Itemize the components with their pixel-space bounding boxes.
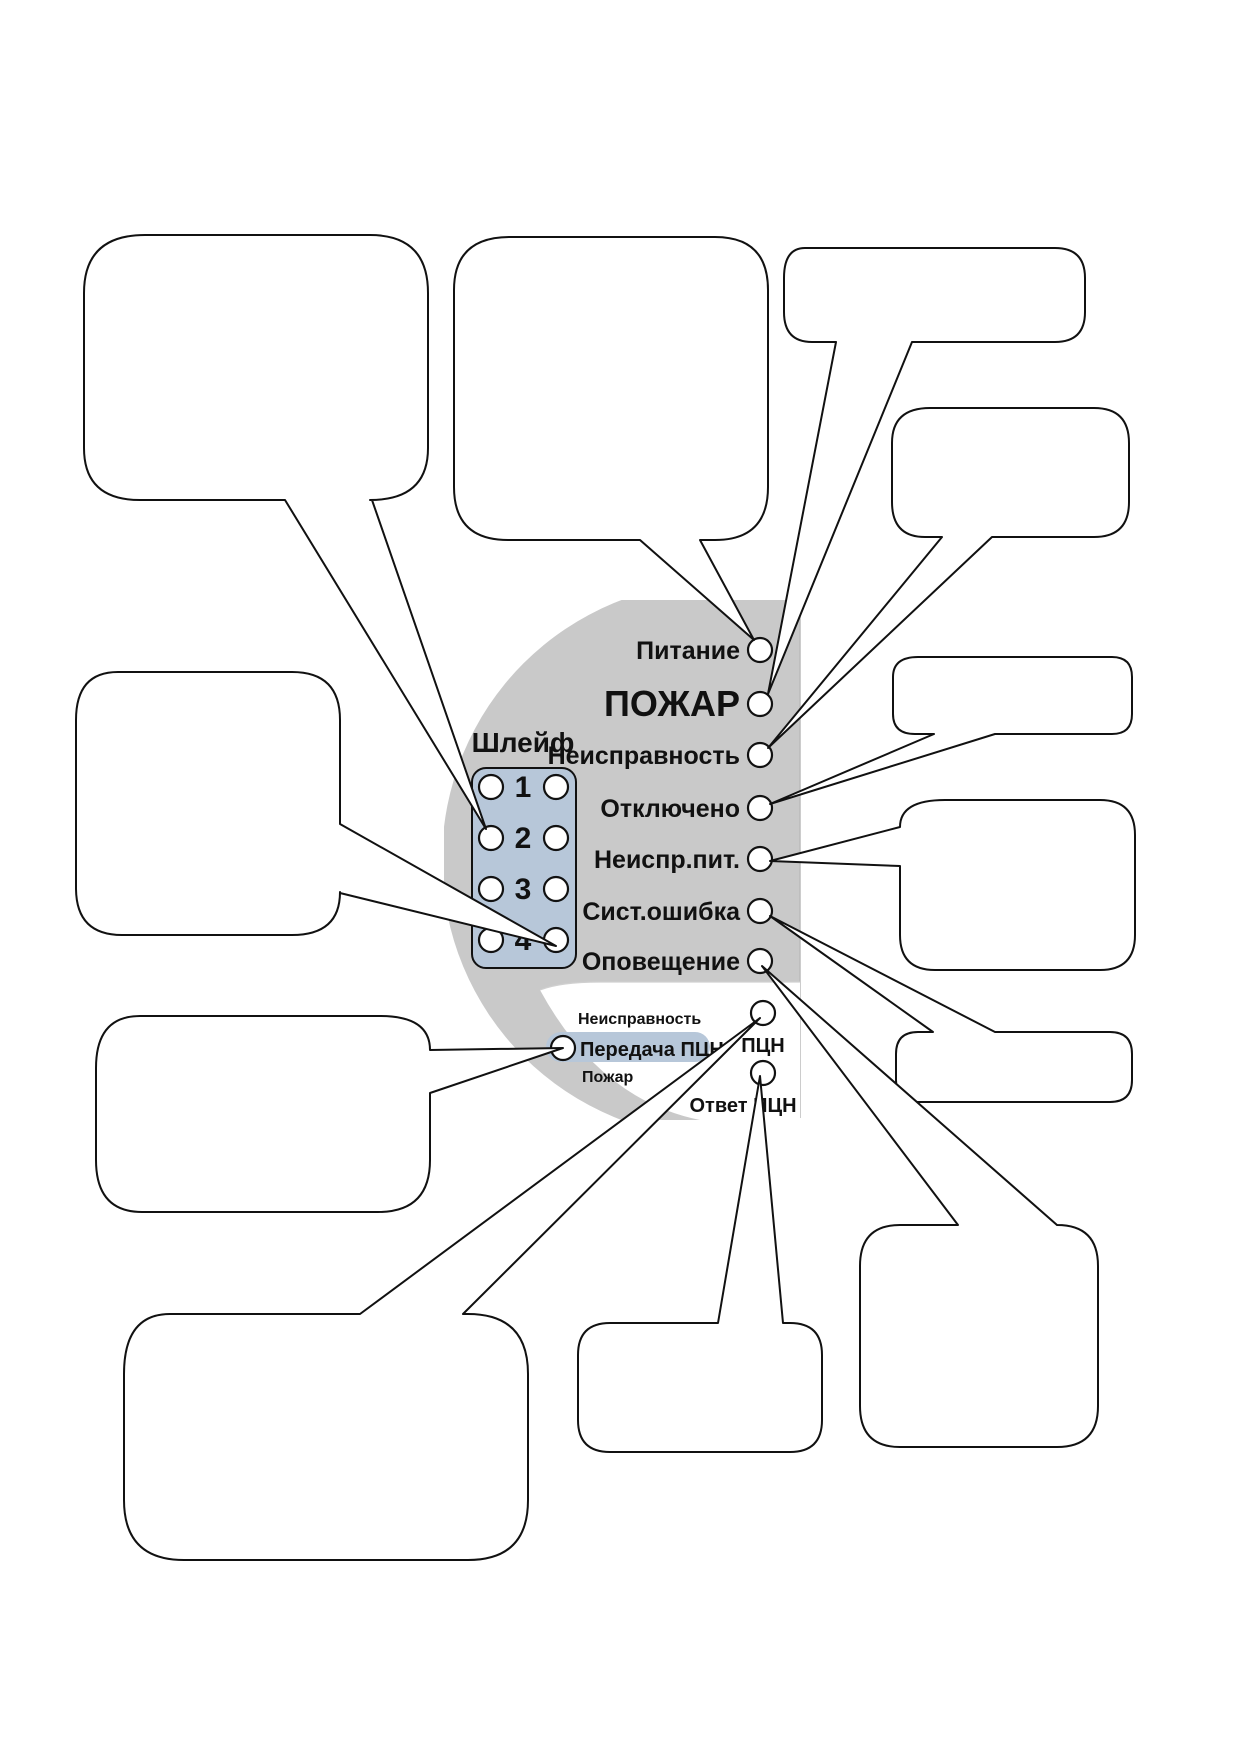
- callout-fire: [767, 247, 1086, 695]
- system-error-led: [746, 897, 774, 925]
- callout-fault: [767, 407, 1130, 749]
- transmission-fire-label: Пожар: [582, 1069, 634, 1086]
- callout-notification: [761, 965, 1099, 1448]
- loop-2-right-led: [542, 824, 570, 852]
- callout-power: [453, 236, 769, 641]
- callout-pcn-answer: [577, 1075, 823, 1453]
- loop-title: Шлейф: [472, 727, 575, 758]
- callout-power-fault: [769, 799, 1136, 971]
- loop-1-left-led: [477, 773, 505, 801]
- transfer-highlight: [546, 1032, 710, 1062]
- loop-2-left-led: [477, 824, 505, 852]
- loop-4-right-led: [542, 926, 570, 954]
- system-error-label: Сист.ошибка: [582, 898, 741, 926]
- loop-1-right-led: [542, 773, 570, 801]
- disabled-led: [746, 794, 774, 822]
- transmission-fault-label: Неисправность: [578, 1011, 701, 1028]
- indicator-panel: Шлейф 1 2 3 4 Питание ПОЖАР Неисправност…: [444, 600, 801, 1120]
- fire-label: ПОЖАР: [604, 683, 740, 724]
- pcn-answer-led: [749, 1059, 777, 1087]
- callout-loop-4: [75, 671, 557, 947]
- notification-label: Оповещение: [582, 948, 740, 976]
- callout-disabled: [769, 656, 1133, 805]
- loop-number-1: 1: [515, 771, 532, 804]
- callout-loop-2: [83, 234, 487, 830]
- fault-led: [746, 741, 774, 769]
- fault-label: Неисправность: [548, 742, 740, 770]
- pcn-answer-label: Ответ ПЦН: [689, 1095, 796, 1117]
- power-led: [746, 636, 774, 664]
- power-fault-led: [746, 845, 774, 873]
- callout-transfer: [95, 1015, 564, 1213]
- fire-led: [746, 690, 774, 718]
- loop-3-right-led: [542, 875, 570, 903]
- pcn-label: ПЦН: [741, 1035, 784, 1057]
- callouts: [75, 234, 1136, 1561]
- loop-number-3: 3: [515, 873, 532, 906]
- disabled-label: Отключено: [600, 795, 740, 823]
- callout-pcn: [123, 1017, 761, 1561]
- power-label: Питание: [636, 637, 740, 665]
- notification-led: [746, 947, 774, 975]
- loop-number-2: 2: [515, 822, 532, 855]
- loop-3-left-led: [477, 875, 505, 903]
- transfer-label: Передача ПЦН: [580, 1039, 724, 1061]
- transmission-section-edge: [539, 981, 800, 991]
- power-fault-label: Неиспр.пит.: [594, 846, 740, 874]
